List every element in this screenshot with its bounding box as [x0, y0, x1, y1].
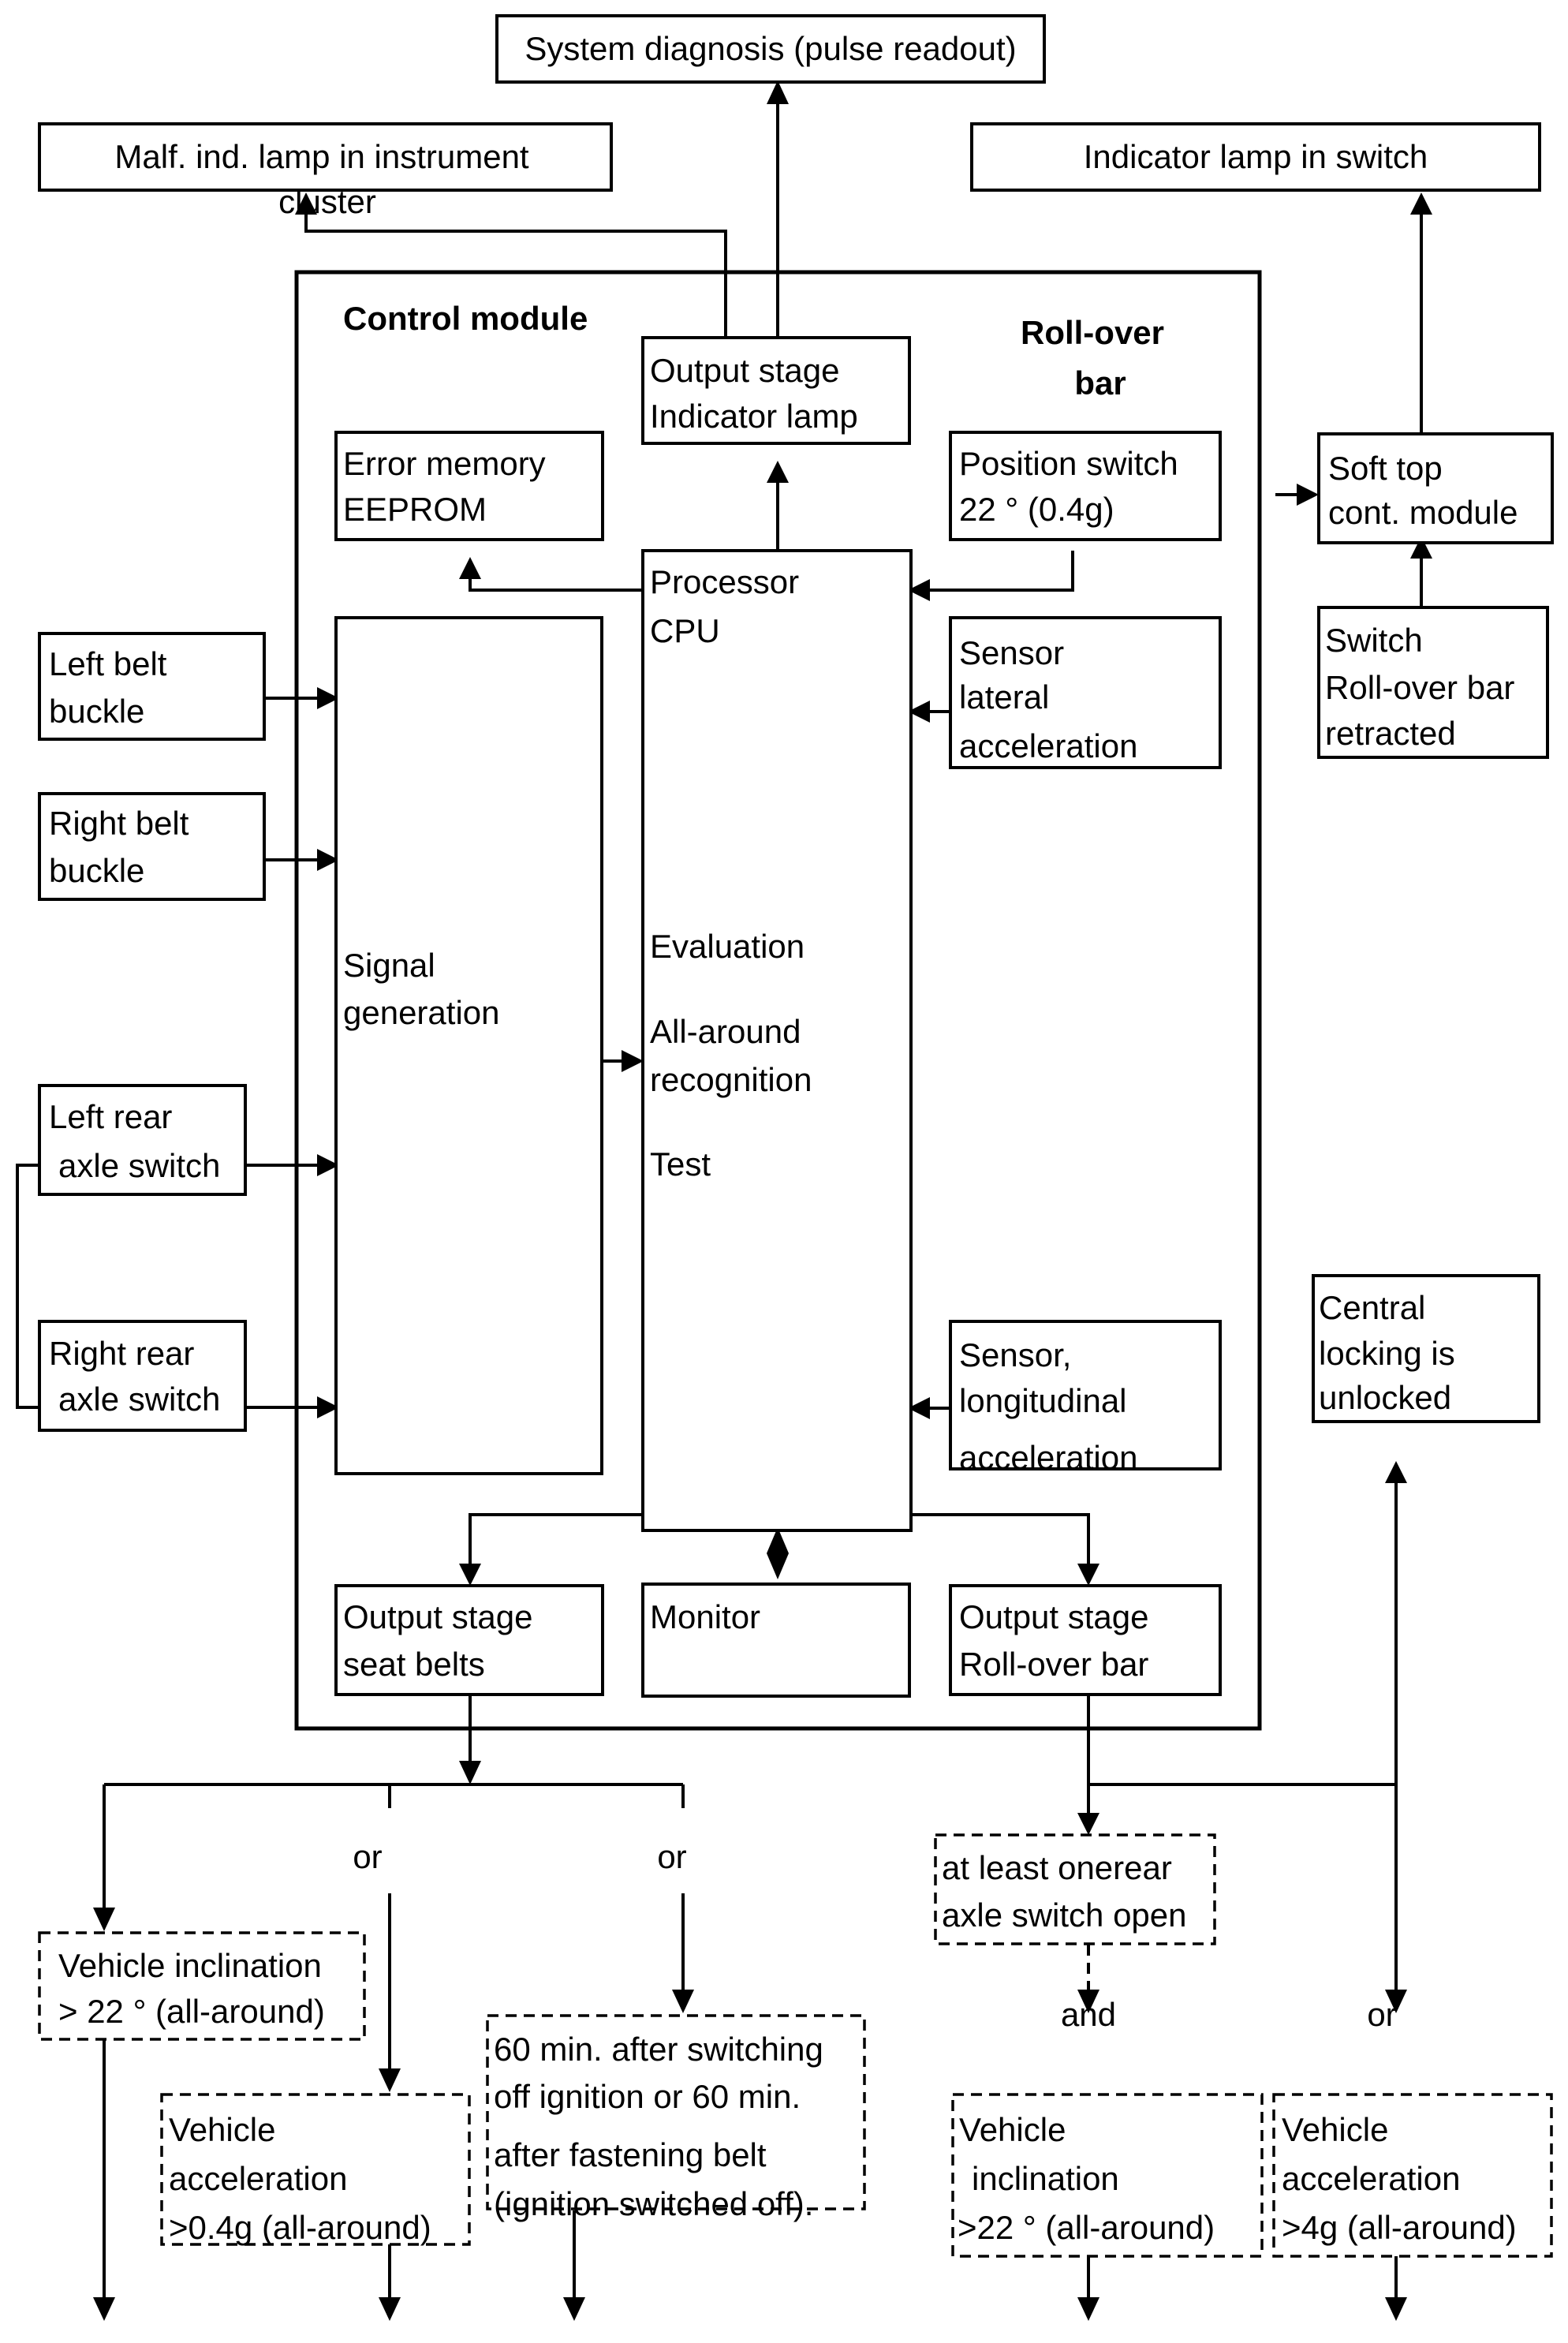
processor-box: Processor CPU Evaluation All-around reco…	[641, 549, 913, 1532]
processor-label-2: CPU	[650, 612, 720, 649]
right-belt-label-2: buckle	[49, 852, 144, 889]
sensor-lateral-box: Sensor lateral acceleration	[949, 616, 1222, 769]
position-switch-label-2: 22 ° (0.4g)	[959, 491, 1114, 528]
central-locking-label-1: Central	[1319, 1289, 1425, 1326]
roll-over-bar-label-1: Roll-over	[1021, 314, 1164, 351]
roll-over-bar-label-2: bar	[1074, 364, 1126, 402]
signal-generation-label-2: generation	[343, 994, 500, 1031]
error-memory-box: Error memory EEPROM	[334, 431, 604, 541]
sensor-longitudinal-label-1: Sensor,	[959, 1336, 1071, 1373]
indicator-lamp-switch-label: Indicator lamp in switch	[1084, 138, 1428, 175]
condition-inclination-bar-label-3: >22 ° (all-around)	[958, 2209, 1215, 2246]
right-rear-axle-switch-box: Right rear axle switch	[38, 1320, 247, 1432]
position-switch-label-1: Position switch	[959, 445, 1178, 482]
condition-vehicle-inclination-bar: Vehicle inclination >22 ° (all-around)	[951, 2093, 1264, 2258]
sensor-longitudinal-label-3: acceleration	[959, 1439, 1137, 1476]
cpu-function-evaluation: Evaluation	[650, 928, 805, 965]
central-locking-label-3: unlocked	[1319, 1379, 1451, 1416]
left-rear-axle-label-1: Left rear	[49, 1098, 172, 1135]
condition-inclination-bar-label-2: inclination	[972, 2160, 1119, 2197]
processor-label-1: Processor	[650, 563, 799, 600]
right-belt-buckle-box: Right belt buckle	[38, 792, 266, 901]
condition-accel-bar-label-1: Vehicle	[1282, 2111, 1388, 2148]
switch-retracted-label-1: Switch	[1325, 622, 1423, 659]
output-stage-indicator-label-2: Indicator lamp	[650, 398, 858, 435]
system-diagnosis-box: System diagnosis (pulse readout)	[495, 14, 1046, 84]
output-stage-rollover-label-2: Roll-over bar	[959, 1646, 1148, 1683]
condition-accel-belts-label-1: Vehicle	[169, 2111, 275, 2148]
or-label-2: or	[657, 1838, 686, 1875]
condition-vehicle-accel-bar: Vehicle acceleration >4g (all-around)	[1272, 2093, 1553, 2258]
condition-sixty-min-label-4: (ignition switched off).	[494, 2185, 813, 2222]
or-label-1: or	[353, 1838, 382, 1875]
soft-top-label-1: Soft top	[1328, 450, 1443, 487]
soft-top-label-2: cont. module	[1328, 494, 1518, 531]
left-rear-axle-label-2: axle switch	[58, 1147, 220, 1184]
condition-inclination-bar-label-1: Vehicle	[959, 2111, 1066, 2148]
sensor-lateral-label-3: acceleration	[959, 727, 1137, 764]
central-locking-label-2: locking is	[1319, 1335, 1455, 1372]
condition-rear-axle-open: at least onerear axle switch open	[934, 1833, 1216, 1945]
sensor-lateral-label-1: Sensor	[959, 634, 1064, 671]
central-locking-box: Central locking is unlocked	[1312, 1274, 1540, 1423]
output-stage-rollover-label-1: Output stage	[959, 1598, 1149, 1635]
switch-retracted-box: Switch Roll-over bar retracted	[1317, 606, 1549, 759]
output-stage-indicator-box: Output stage Indicator lamp	[641, 336, 911, 445]
output-stage-seat-belts-label-1: Output stage	[343, 1598, 533, 1635]
signal-generation-box: Signal generation	[334, 616, 603, 1475]
left-belt-label-1: Left belt	[49, 645, 167, 682]
condition-sixty-minutes: 60 min. after switching off ignition or …	[486, 2014, 866, 2222]
and-label: and	[1061, 1996, 1116, 2033]
condition-rear-axle-label-1: at least onerear	[942, 1849, 1172, 1886]
indicator-lamp-switch-box: Indicator lamp in switch	[970, 122, 1541, 192]
condition-sixty-min-label-2: off ignition or 60 min.	[494, 2078, 801, 2115]
connection-lines	[16, 80, 1432, 2321]
output-stage-rollover-box: Output stage Roll-over bar	[949, 1584, 1222, 1696]
condition-sixty-min-label-1: 60 min. after switching	[494, 2031, 823, 2068]
or-label-3: or	[1367, 1996, 1396, 2033]
condition-sixty-min-label-3: after fastening belt	[494, 2136, 767, 2173]
malf-lamp-label-2: cluster	[278, 183, 376, 220]
signal-generation-label-1: Signal	[343, 947, 435, 984]
left-rear-axle-switch-box: Left rear axle switch	[38, 1084, 247, 1196]
monitor-label: Monitor	[650, 1598, 760, 1635]
output-stage-seat-belts-label-2: seat belts	[343, 1646, 485, 1683]
condition-vehicle-inclination-belts: Vehicle inclination > 22 ° (all-around)	[38, 1931, 366, 2041]
condition-accel-bar-label-2: acceleration	[1282, 2160, 1460, 2197]
condition-inclination-belts-label-2: > 22 ° (all-around)	[58, 1993, 325, 2030]
sensor-longitudinal-box: Sensor, longitudinal acceleration	[949, 1320, 1222, 1476]
switch-retracted-label-2: Roll-over bar	[1325, 669, 1514, 706]
malf-lamp-box: Malf. ind. lamp in instrument	[38, 122, 613, 192]
soft-top-box: Soft top cont. module	[1317, 432, 1554, 544]
right-rear-axle-label-2: axle switch	[58, 1381, 220, 1418]
monitor-box: Monitor	[641, 1583, 911, 1698]
condition-rear-axle-label-2: axle switch open	[942, 1896, 1187, 1934]
cpu-function-all-around-1: All-around	[650, 1013, 801, 1050]
switch-retracted-label-3: retracted	[1325, 715, 1456, 752]
cpu-function-test: Test	[650, 1145, 711, 1183]
error-memory-label-2: EEPROM	[343, 491, 487, 528]
control-module-frame: Control module Roll-over bar	[294, 270, 1262, 1731]
system-diagnosis-label: System diagnosis (pulse readout)	[525, 30, 1016, 67]
condition-accel-belts-label-2: acceleration	[169, 2160, 347, 2197]
condition-accel-bar-label-3: >4g (all-around)	[1282, 2209, 1517, 2246]
output-stage-seat-belts-box: Output stage seat belts	[334, 1584, 604, 1696]
condition-vehicle-accel-belts: Vehicle acceleration >0.4g (all-around)	[160, 2093, 471, 2246]
control-module-label: Control module	[343, 300, 588, 337]
left-belt-label-2: buckle	[49, 693, 144, 730]
condition-accel-belts-label-3: >0.4g (all-around)	[169, 2209, 431, 2246]
error-memory-label-1: Error memory	[343, 445, 546, 482]
left-belt-buckle-box: Left belt buckle	[38, 632, 266, 741]
right-rear-axle-label-1: Right rear	[49, 1335, 194, 1372]
output-stage-indicator-label-1: Output stage	[650, 352, 840, 389]
position-switch-box: Position switch 22 ° (0.4g)	[949, 431, 1222, 541]
malf-lamp-label-1: Malf. ind. lamp in instrument	[114, 138, 529, 175]
cpu-function-all-around-2: recognition	[650, 1061, 812, 1098]
sensor-longitudinal-label-2: longitudinal	[959, 1382, 1127, 1419]
sensor-lateral-label-2: lateral	[959, 678, 1049, 716]
right-belt-label-1: Right belt	[49, 805, 189, 842]
condition-inclination-belts-label-1: Vehicle inclination	[58, 1947, 322, 1984]
